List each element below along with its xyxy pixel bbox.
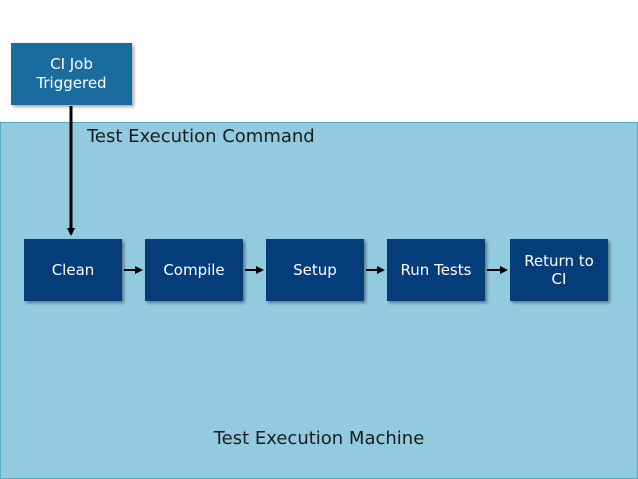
step-clean: Clean [24, 239, 122, 301]
step-clean-label: Clean [51, 261, 95, 279]
step-run-tests: Run Tests [387, 239, 485, 301]
trigger-label-line2: Triggered [36, 74, 107, 92]
step-return-to-ci: Return to CI [510, 239, 608, 301]
step-return-to-ci-label-line2: CI [551, 270, 567, 288]
test-execution-machine-label: Test Execution Machine [213, 428, 425, 449]
trigger-label-line1: CI Job [50, 55, 93, 73]
ci-job-triggered-box: CI Job Triggered [11, 43, 132, 105]
step-setup: Setup [266, 239, 364, 301]
step-run-tests-label: Run Tests [400, 261, 472, 279]
step-compile: Compile [145, 239, 243, 301]
step-compile-label: Compile [163, 261, 225, 279]
step-setup-label: Setup [293, 261, 337, 279]
test-execution-command-label: Test Execution Command [87, 126, 315, 147]
step-return-to-ci-label-line1: Return to [524, 252, 594, 270]
